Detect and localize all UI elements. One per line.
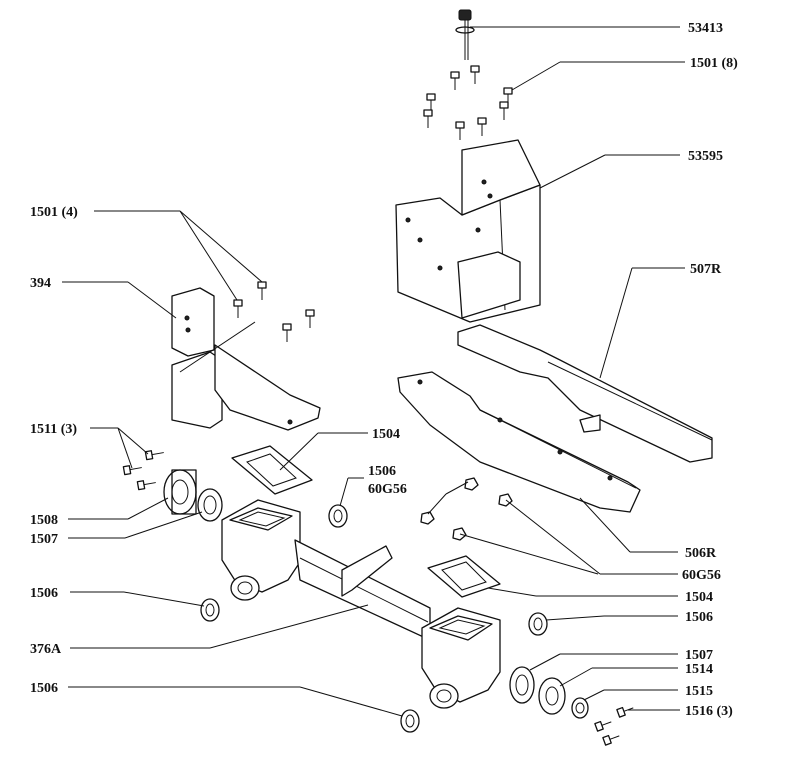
label-376A: 376A bbox=[30, 642, 62, 657]
knob-pin-53413 bbox=[455, 9, 475, 60]
label-506R: 506R bbox=[685, 546, 717, 561]
label-1507-b: 1507 bbox=[685, 648, 713, 663]
label-1507-a: 1507 bbox=[30, 532, 58, 547]
gasket-1504-top bbox=[231, 445, 313, 495]
rail-506R bbox=[397, 371, 641, 513]
label-1508: 1508 bbox=[30, 513, 58, 528]
seal-1515 bbox=[571, 697, 589, 719]
label-394: 394 bbox=[30, 276, 51, 291]
flange-1514 bbox=[538, 677, 566, 715]
axle-assembly-376A bbox=[221, 499, 501, 709]
label-1514: 1514 bbox=[685, 662, 713, 677]
flange-1508 bbox=[163, 469, 197, 515]
label-1501-4: 1501 (4) bbox=[30, 205, 78, 220]
label-60G56-a: 60G56 bbox=[368, 482, 407, 497]
gasket-1507-left bbox=[197, 488, 223, 522]
label-1511-3: 1511 (3) bbox=[30, 422, 77, 437]
label-1504-top: 1504 bbox=[372, 427, 400, 442]
rail-507R bbox=[457, 324, 713, 463]
label-1501-8: 1501 (8) bbox=[690, 56, 738, 71]
seal-1506-bottom bbox=[400, 709, 420, 733]
seal-1506-left bbox=[200, 598, 220, 622]
label-1506-left: 1506 bbox=[30, 586, 58, 601]
leader-lines bbox=[62, 26, 685, 717]
screw-group-1511-3 bbox=[122, 450, 164, 491]
callout-labels: 53413 1501 (8) 53595 1501 (4) 507R 394 1… bbox=[30, 21, 738, 719]
bolt-group-1501-4 bbox=[233, 281, 315, 342]
label-53595: 53595 bbox=[688, 149, 723, 164]
label-507R: 507R bbox=[690, 262, 722, 277]
nut-group-60G56 bbox=[420, 477, 513, 541]
label-1506-bottom: 1506 bbox=[30, 681, 58, 696]
housing-53595 bbox=[395, 139, 541, 323]
mount-bracket-394 bbox=[171, 287, 321, 431]
seal-1506-a bbox=[328, 504, 348, 528]
label-53413: 53413 bbox=[688, 21, 723, 36]
label-1506-a: 1506 bbox=[368, 464, 396, 479]
label-1516-3: 1516 (3) bbox=[685, 704, 733, 719]
seal-1506-right bbox=[528, 612, 548, 636]
gasket-1507-right bbox=[509, 666, 535, 704]
screw-group-1516-3 bbox=[594, 706, 634, 746]
gasket-1504-right bbox=[427, 555, 501, 598]
label-1504-right: 1504 bbox=[685, 590, 713, 605]
label-1515: 1515 bbox=[685, 684, 713, 699]
label-1506-right: 1506 bbox=[685, 610, 713, 625]
bolt-group-1501-8 bbox=[423, 65, 513, 140]
label-60G56-b: 60G56 bbox=[682, 568, 721, 583]
